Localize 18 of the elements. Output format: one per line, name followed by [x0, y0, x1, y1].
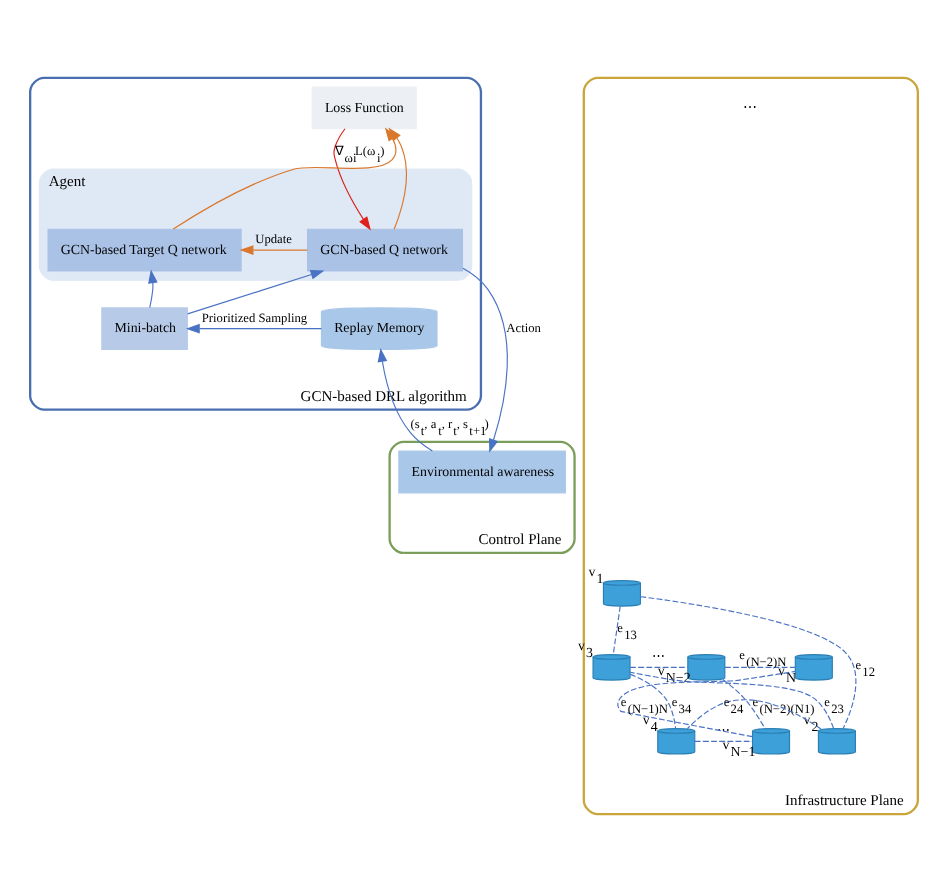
connector [629, 670, 835, 728]
connector [686, 698, 822, 729]
arrow [187, 269, 325, 314]
connector [724, 665, 796, 667]
connector [629, 672, 677, 729]
arrow [462, 266, 508, 452]
connector [617, 669, 796, 737]
arrow [333, 127, 371, 230]
arrow [172, 126, 397, 229]
arrow [377, 347, 433, 451]
connector [612, 604, 621, 655]
arrow [148, 268, 158, 308]
connector [629, 665, 689, 667]
connector [722, 677, 766, 729]
connector [640, 595, 857, 729]
connector [694, 739, 753, 741]
arrow [185, 322, 322, 333]
arrow [239, 244, 308, 254]
